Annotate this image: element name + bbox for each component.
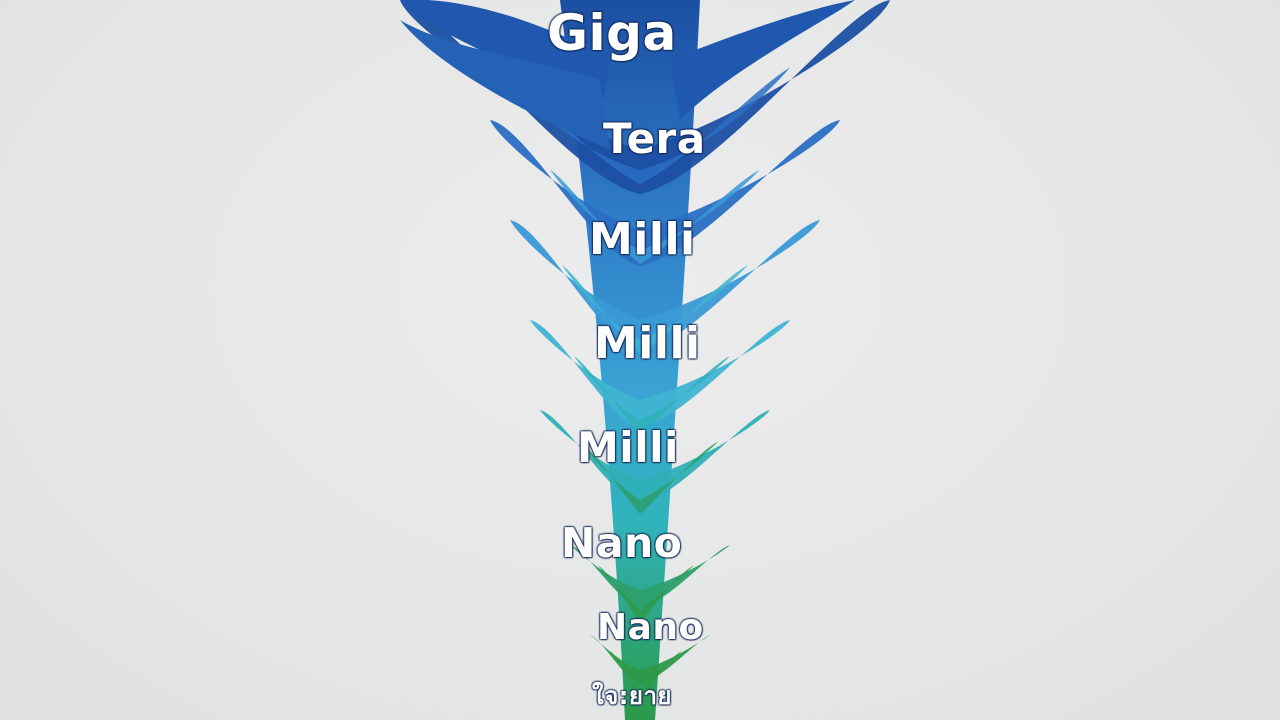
- tier-label-milli-3: Milli: [577, 423, 679, 472]
- leaf-left-3: [530, 320, 640, 428]
- leaf-inner-right-2: [640, 265, 748, 354]
- leaf-right-3: [640, 320, 790, 428]
- leaf-inner-right-4: [640, 441, 718, 514]
- crown-leaf-left-2: [400, 20, 610, 150]
- leaf-inner-left-4: [580, 441, 640, 514]
- leaf-inner-right-0: [640, 67, 790, 184]
- leaf-left-6: [590, 635, 640, 684]
- leaf-inner-right-3: [640, 356, 730, 434]
- leaf-inner-right-1: [640, 169, 760, 264]
- tier-label-giga: Giga: [547, 4, 677, 62]
- leaf-right-1: [640, 120, 840, 266]
- crown-leaf-right: [670, 0, 855, 120]
- leaf-right-5: [640, 545, 730, 608]
- leaf-right-6: [640, 635, 710, 684]
- tier-label-milli-1: Milli: [589, 214, 696, 265]
- tier-label-tera: Tera: [603, 114, 706, 163]
- tier-label-nano-1: Nano: [561, 519, 683, 567]
- leaf-left-2: [510, 220, 640, 352]
- leaf-right-2: [640, 220, 820, 352]
- leaf-left-5: [570, 545, 640, 608]
- tier-label-nano-2: Nano: [597, 607, 704, 648]
- leaf-right-0: [640, 0, 890, 194]
- tier-label-garbled: ใจ:ยาย: [592, 682, 672, 710]
- leaf-inner-left-3: [574, 356, 640, 434]
- leaf-inner-left-2: [562, 265, 640, 354]
- leaf-inner-left-1: [550, 169, 640, 264]
- leaf-left-1: [490, 120, 640, 266]
- tier-label-milli-2: Milli: [594, 318, 701, 369]
